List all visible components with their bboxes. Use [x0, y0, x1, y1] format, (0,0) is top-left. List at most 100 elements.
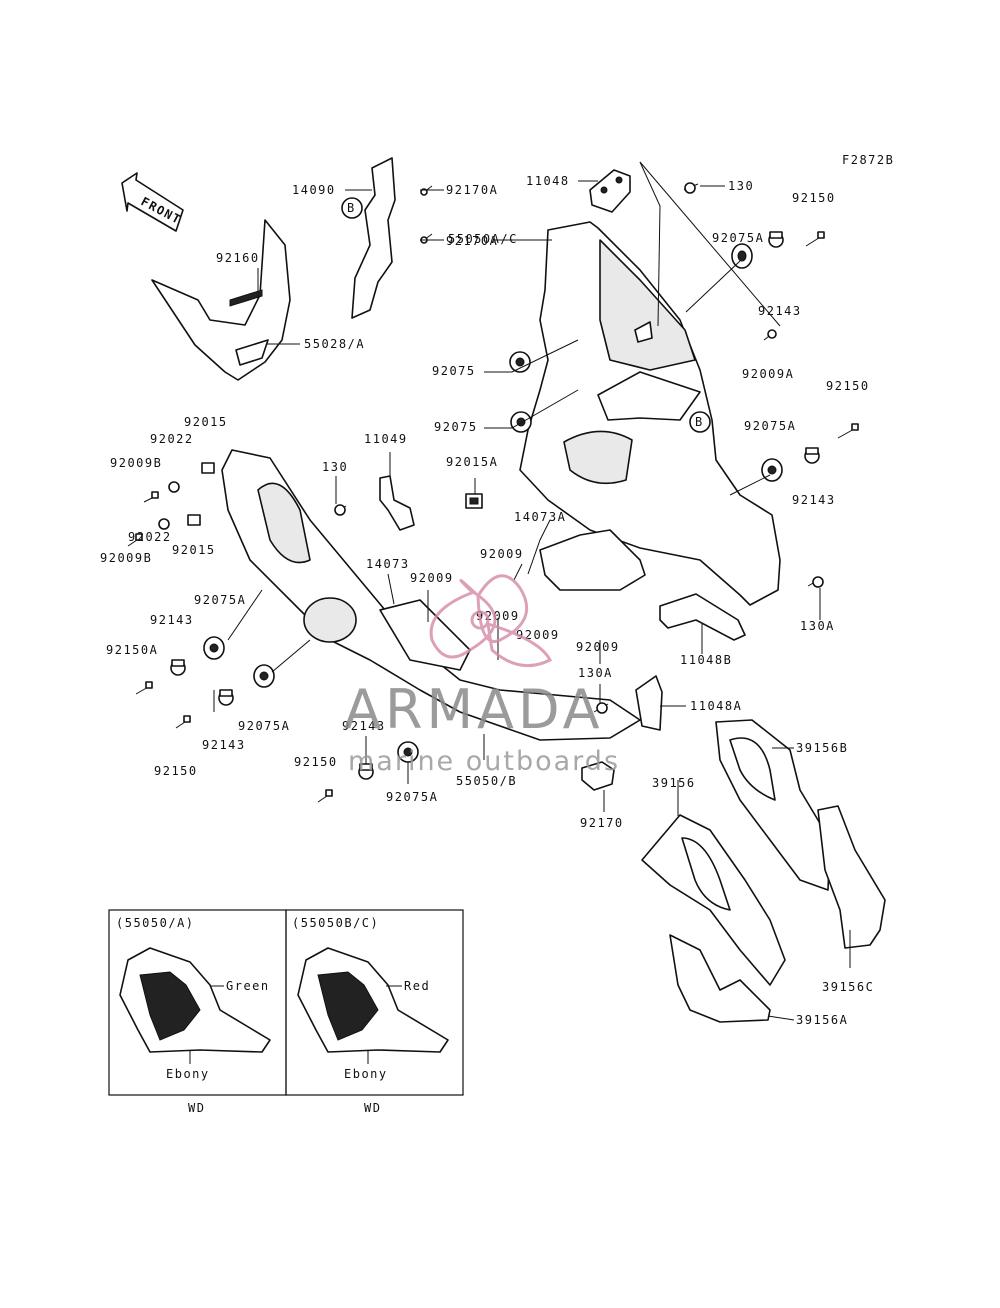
label-14090: 14090	[292, 183, 336, 197]
label-92150: 92150	[154, 764, 198, 778]
label-92143: 92143	[342, 719, 386, 733]
label-55050b: 55050/B	[456, 774, 517, 788]
label-92009: 92009	[516, 628, 560, 642]
stay-11049	[379, 475, 415, 531]
label-39156b: 39156B	[796, 741, 848, 755]
pad-39156b-cutout	[729, 737, 776, 801]
grommet-92075a-bottom	[397, 741, 419, 763]
callout-b-top: B	[341, 197, 363, 219]
label-92075a: 92075A	[238, 719, 290, 733]
label-92150: 92150	[792, 191, 836, 205]
inset-left-note: WD	[188, 1101, 205, 1115]
callout-b-fairing: B	[689, 411, 711, 433]
inset-left-color-top: Green	[226, 979, 270, 993]
collar-92143-right	[804, 447, 820, 464]
inner-cover-slot	[229, 289, 263, 307]
label-11048a: 11048A	[690, 699, 742, 713]
label-92075a: 92075A	[744, 419, 796, 433]
inner-cover-recess	[235, 339, 269, 366]
label-92150a: 92150A	[106, 643, 158, 657]
label-130a: 130A	[800, 619, 835, 633]
label-92009a: 92009A	[742, 367, 794, 381]
stay-11048	[589, 169, 631, 213]
grommet-92075a-right	[761, 458, 783, 482]
inset-right-color-bottom: Ebony	[344, 1067, 388, 1081]
label-39156: 39156	[652, 776, 696, 790]
collar-92143-left	[170, 659, 186, 676]
label-39156c: 39156C	[822, 980, 874, 994]
label-92075: 92075	[434, 420, 478, 434]
label-92015: 92015	[184, 415, 228, 429]
inset-left: (55050/A) Green Ebony WD	[108, 909, 287, 1115]
washer-92022-a	[168, 481, 180, 493]
inner-cover-55028	[151, 219, 291, 381]
label-92143: 92143	[150, 613, 194, 627]
lower-fairing-bracket-14073	[379, 599, 471, 671]
label-11049: 11049	[364, 432, 408, 446]
label-92075a: 92075A	[386, 790, 438, 804]
label-92143: 92143	[758, 304, 802, 318]
stay-hole	[600, 186, 608, 194]
inset-left-title: (55050/A)	[116, 916, 195, 930]
watermark-brand: ARMADA	[344, 678, 604, 741]
watermark-logo-icon	[429, 574, 553, 668]
lower-fairing-port	[303, 597, 357, 643]
lower-fairing-opening	[257, 482, 311, 564]
inset-right-fairing	[297, 947, 449, 1053]
label-92143: 92143	[202, 738, 246, 752]
callout-b-label: B	[347, 201, 356, 215]
stay-hole	[615, 176, 623, 184]
inset-right-fairing-shade	[317, 971, 379, 1041]
grommet-92075-a	[509, 351, 531, 373]
grommet-92075a-left2	[253, 664, 275, 688]
stay-11048b	[659, 593, 746, 641]
inset-right-title: (55050B/C)	[292, 916, 379, 930]
label-92009: 92009	[410, 571, 454, 585]
label-92143: 92143	[792, 493, 836, 507]
label-92075a: 92075A	[194, 593, 246, 607]
label-92022: 92022	[128, 530, 172, 544]
fairing-slot	[634, 321, 653, 343]
label-130: 130	[728, 179, 754, 193]
clip-92015a	[465, 493, 483, 509]
grommet-92075-b	[510, 411, 532, 433]
callout-b-label: B	[695, 415, 704, 429]
label-130a: 130A	[578, 666, 613, 680]
label-92075: 92075	[432, 364, 476, 378]
label-55050ac: 55050A/C	[448, 232, 518, 246]
stay-11048a	[635, 675, 663, 731]
inset-left-fairing-shade	[139, 971, 201, 1041]
label-55028a: 55028/A	[304, 337, 365, 351]
label-92170a: 92170A	[446, 183, 498, 197]
label-92160: 92160	[216, 251, 260, 265]
inset-right: (55050B/C) Red Ebony WD	[285, 909, 464, 1115]
front-arrow-icon: FRONT	[121, 172, 184, 232]
label-39156a: 39156A	[796, 1013, 848, 1027]
grommet-92075a-top	[731, 243, 753, 269]
label-92015: 92015	[172, 543, 216, 557]
label-92009b: 92009B	[110, 456, 162, 470]
inset-right-color-top: Red	[404, 979, 430, 993]
bracket-92170	[581, 761, 615, 791]
label-14073a: 14073A	[514, 510, 566, 524]
collar-92143-bottom	[358, 763, 374, 780]
pad-39156-cutout	[681, 837, 731, 911]
label-92150: 92150	[294, 755, 338, 769]
label-92015a: 92015A	[446, 455, 498, 469]
collar-92143-top	[768, 231, 784, 248]
diagram-code: F2872B	[842, 153, 894, 167]
part-labels: 14090 92170A 92170A 11048 130 92150 9216…	[100, 174, 874, 1027]
label-92150: 92150	[826, 379, 870, 393]
trim-14073a	[539, 529, 646, 591]
label-14073: 14073	[366, 557, 410, 571]
fairing-vent	[563, 430, 633, 485]
label-92009b: 92009B	[100, 551, 152, 565]
inset-left-fairing	[119, 947, 271, 1053]
collar-92143-lower	[218, 689, 234, 706]
pad-39156c	[817, 805, 886, 949]
leader-lines	[213, 161, 851, 1021]
fairing-upper-panel	[599, 239, 696, 371]
grommet-92075a-left	[203, 636, 225, 660]
label-92075a: 92075A	[712, 231, 764, 245]
